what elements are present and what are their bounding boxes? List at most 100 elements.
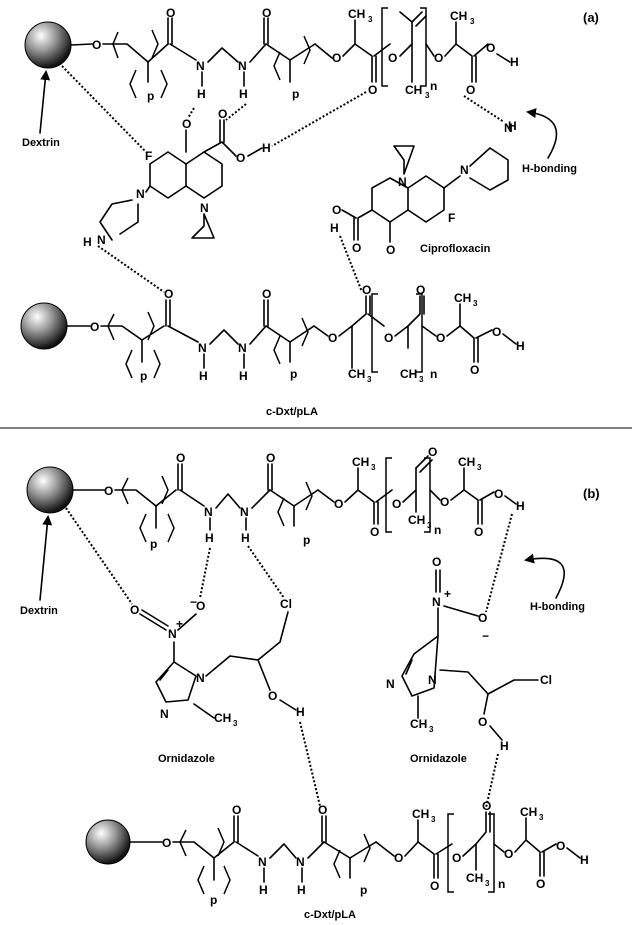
svg-text:O: O	[362, 283, 371, 297]
svg-text:O: O	[436, 331, 445, 345]
svg-text:O: O	[452, 851, 461, 865]
svg-text:CH: CH	[458, 455, 475, 469]
top-polymer-chain-b: O p O N H N H O p O	[26, 445, 525, 551]
svg-text:O: O	[440, 495, 449, 509]
svg-text:O: O	[332, 203, 341, 217]
dextrin-sphere	[85, 819, 131, 865]
svg-text:O: O	[556, 839, 565, 853]
svg-text:3: 3	[539, 813, 544, 822]
svg-text:p: p	[210, 893, 217, 907]
hbonding-arrow-b	[524, 553, 566, 599]
svg-text:H: H	[83, 235, 92, 249]
svg-text:n: n	[498, 877, 505, 891]
svg-text:H: H	[199, 369, 208, 383]
svg-text:O: O	[182, 117, 191, 131]
svg-text:O: O	[196, 599, 205, 613]
svg-text:H: H	[205, 531, 214, 545]
svg-text:p: p	[150, 537, 157, 551]
hydrogen-bonds-b	[65, 507, 513, 809]
svg-text:O: O	[394, 851, 403, 865]
svg-text:N: N	[238, 59, 247, 73]
svg-text:CH: CH	[405, 83, 422, 97]
svg-text:O: O	[104, 484, 113, 498]
dextrin-label-b: Dextrin	[20, 605, 58, 617]
svg-text:H: H	[241, 531, 250, 545]
svg-text:CH: CH	[408, 513, 425, 527]
svg-text:CH: CH	[400, 367, 417, 381]
svg-text:O: O	[92, 38, 101, 52]
ciprofloxacin-label: Ciprofloxacin	[420, 243, 491, 255]
dextrin-arrow-a	[39, 70, 51, 134]
svg-text:O: O	[386, 243, 395, 257]
svg-text:N: N	[398, 175, 407, 189]
svg-text:H: H	[330, 221, 339, 235]
svg-text:N: N	[160, 707, 169, 721]
svg-text:O: O	[262, 6, 271, 20]
dextrin-label-a: Dextrin	[22, 137, 60, 149]
svg-text:n: n	[430, 367, 437, 381]
svg-text:+: +	[176, 617, 183, 631]
svg-text:N: N	[136, 187, 145, 201]
svg-text:O: O	[504, 847, 513, 861]
svg-text:O: O	[352, 241, 361, 255]
svg-text:H: H	[500, 739, 509, 753]
svg-text:N: N	[386, 677, 395, 691]
svg-text:N: N	[460, 163, 469, 177]
svg-text:n: n	[430, 79, 437, 93]
svg-text:p: p	[303, 533, 310, 547]
svg-text:O: O	[368, 83, 377, 97]
ornidazole-label-right: Ornidazole	[410, 753, 467, 765]
svg-text:H: H	[508, 119, 517, 133]
svg-text:p: p	[147, 89, 154, 103]
svg-text:O: O	[466, 83, 475, 97]
svg-text:O: O	[536, 877, 545, 891]
svg-text:O: O	[164, 287, 173, 301]
svg-text:O: O	[166, 6, 175, 20]
svg-text:F: F	[145, 149, 152, 163]
hydrogen-bonds-a	[61, 65, 505, 293]
bottom-polymer-chain-b: O p O N H N H O p O	[85, 799, 589, 907]
svg-text:H: H	[262, 141, 271, 155]
dextrin-sphere	[24, 21, 72, 69]
hbonding-arrow-a	[526, 108, 558, 159]
svg-text:O: O	[218, 107, 227, 121]
svg-text:+: +	[444, 587, 451, 601]
polymer-label-b: c-Dxt/pLA	[304, 909, 356, 921]
svg-text:N: N	[238, 341, 247, 355]
svg-text:3: 3	[419, 375, 424, 384]
svg-text:H: H	[259, 883, 268, 897]
svg-text:Cl: Cl	[280, 597, 292, 611]
hbonding-label-b: H-bonding	[530, 601, 585, 613]
svg-text:O: O	[318, 803, 327, 817]
svg-text:O: O	[470, 363, 479, 377]
dextrin-sphere	[26, 466, 74, 514]
svg-text:N: N	[504, 121, 513, 135]
svg-text:O: O	[176, 451, 185, 465]
svg-text:H: H	[197, 87, 206, 101]
svg-text:Cl: Cl	[540, 673, 552, 687]
svg-text:H: H	[239, 87, 248, 101]
svg-text:O: O	[432, 555, 441, 569]
svg-text:N: N	[428, 673, 437, 687]
svg-text:N: N	[168, 627, 177, 641]
ornidazole-right: O N + O − N N CH 3 Cl O H Ornidazole	[386, 555, 552, 765]
svg-text:O: O	[478, 715, 487, 729]
svg-text:3: 3	[367, 375, 372, 384]
svg-text:H: H	[516, 339, 525, 353]
svg-text:N: N	[296, 855, 305, 869]
svg-text:CH: CH	[450, 9, 467, 23]
svg-text:N: N	[200, 201, 209, 215]
svg-text:O: O	[478, 611, 487, 625]
panel-a: O p O N H N H O p O	[20, 6, 577, 418]
svg-text:O: O	[130, 603, 139, 617]
svg-text:O: O	[370, 525, 379, 539]
svg-text:O: O	[236, 151, 245, 165]
svg-text:−: −	[190, 595, 197, 609]
ciprofloxacin-left: O O O H F N N N H	[83, 107, 271, 249]
svg-text:O: O	[428, 445, 437, 459]
svg-text:H: H	[516, 499, 525, 513]
svg-text:3: 3	[371, 463, 376, 472]
svg-text:O: O	[162, 836, 171, 850]
panel-b-tag: (b)	[583, 486, 600, 501]
